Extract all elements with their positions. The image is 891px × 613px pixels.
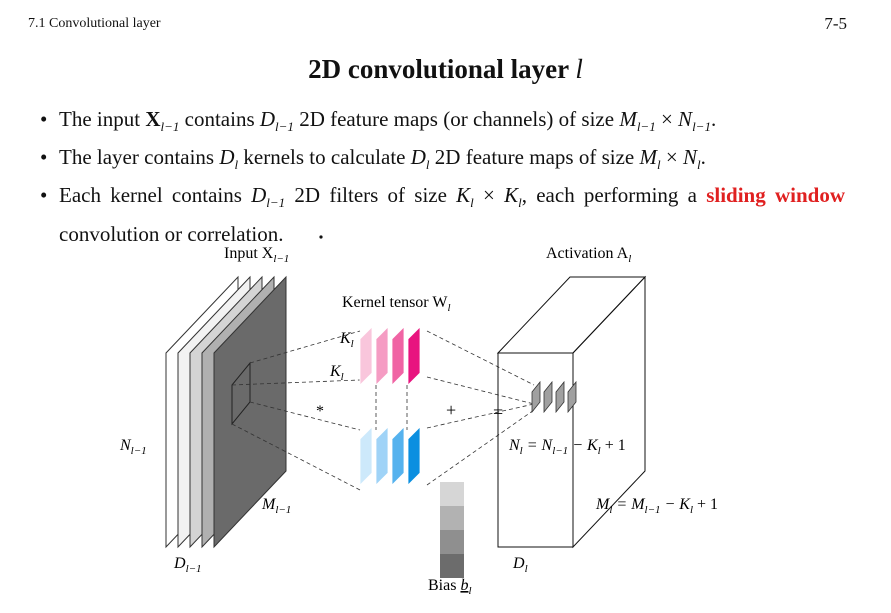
kernel-dashed-links [375,385,408,430]
bullet-text: 2D feature maps of size [429,145,640,170]
kernel-output-guides [426,330,535,486]
depth-subscript: l [425,157,430,173]
bias-cell-4 [440,554,464,578]
activation-box [496,275,647,549]
m-subscript: l−1 [636,119,656,135]
bias-cell-3 [440,530,464,554]
m-symbol: M [619,107,637,131]
activation-label: Activation Al [546,245,631,265]
bias-label: Bias bl [428,577,472,597]
m-symbol: M [639,145,657,170]
bias-cell-2 [440,506,464,530]
bullet-text: 2D filters of size [285,183,457,208]
bullet-text: kernels to calculate [238,145,411,170]
output-height-formula: Nl = Nl−1 − Kl + 1 [508,437,626,457]
depth-symbol: D [410,145,426,170]
k-symbol: K [456,183,471,208]
depth-symbol: D [259,107,276,131]
blue-filter-2 [375,426,389,486]
input-width-label: Ml−1 [261,496,291,516]
output-patches [531,380,577,414]
output-patch-2 [543,380,553,414]
plus-operator: + [446,400,456,420]
blue-filter-3 [391,426,405,486]
kernel-tensor-label: Kernel tensor Wl [342,294,451,314]
times-sign: × [660,145,683,170]
depth-subscript: l−1 [275,119,294,135]
k-subscript: l [470,195,474,211]
output-patch-3 [555,380,565,414]
kernel-filters-blue [359,426,421,486]
pink-filter-4 [407,326,421,386]
bullet-text: Each kernel contains [59,183,252,208]
bias-cell-1 [440,482,464,506]
depth-subscript: l−1 [266,195,286,211]
input-symbol: X [145,107,161,131]
n-symbol: N [682,145,697,170]
slide-title-var: l [575,54,583,84]
bias-cells [440,482,464,578]
depth-symbol: D [219,145,235,170]
n-subscript: l [696,157,701,173]
bullet-end: . [710,107,717,131]
input-kernel-guides [231,330,361,491]
bullet-list: The input Xl−1 contains Dl−1 2D feature … [40,104,845,250]
output-patch-1 [531,380,541,414]
conv-operator: * [316,403,324,420]
kernel-filters-pink [359,326,421,386]
bullet-end: convolution or correlation. [59,221,284,246]
bullet-end: . [700,145,706,170]
blue-filter-1 [359,426,373,486]
output-patch-4 [567,380,577,414]
pink-filter-1 [359,326,373,386]
bullet-layer: The layer contains Dl kernels to calcula… [40,142,845,180]
input-depth-label: Dl−1 [173,555,202,575]
kernel-size-top-label: Kl [339,330,354,350]
k-subscript: l [518,195,522,211]
n-subscript: l−1 [692,119,711,135]
input-height-label: Nl−1 [119,437,147,457]
pink-filter-3 [391,326,405,386]
bullet-input: The input Xl−1 contains Dl−1 2D feature … [40,104,845,142]
slide-title-text: 2D convolutional layer [308,54,569,84]
times-sign: × [473,183,505,208]
slide-title: 2D convolutional layer l [0,54,891,85]
equals-operator: = [493,402,503,422]
output-depth-label: Dl [512,555,528,575]
k-symbol: K [504,183,519,208]
running-header-section: 7.1 Convolutional layer [28,16,161,31]
bullet-text: The input [59,107,146,131]
bullet-text: , each performing a [521,183,707,208]
page-number: 7-5 [824,14,847,33]
n-symbol: N [678,107,693,131]
input-map-5 [213,275,287,549]
kernel-size-side-label: Kl [329,363,344,383]
bullet-text: contains [179,107,260,131]
input-feature-maps [165,275,287,549]
depth-subscript: l [234,157,239,173]
stray-dot [319,235,323,239]
depth-symbol: D [251,183,267,208]
sliding-window-highlight: sliding window [706,183,845,208]
times-sign: × [655,107,679,131]
input-label: Input Xl−1 [224,245,289,265]
m-subscript: l [656,157,661,173]
bullet-kernel: Each kernel contains Dl−1 2D filters of … [40,180,845,249]
blue-filter-4 [407,426,421,486]
output-width-formula: Ml = Ml−1 − Kl + 1 [595,496,718,516]
input-subscript: l−1 [160,119,180,135]
bullet-text: The layer contains [59,145,220,170]
bullet-text: 2D feature maps (or channels) of size [293,107,620,131]
pink-filter-2 [375,326,389,386]
